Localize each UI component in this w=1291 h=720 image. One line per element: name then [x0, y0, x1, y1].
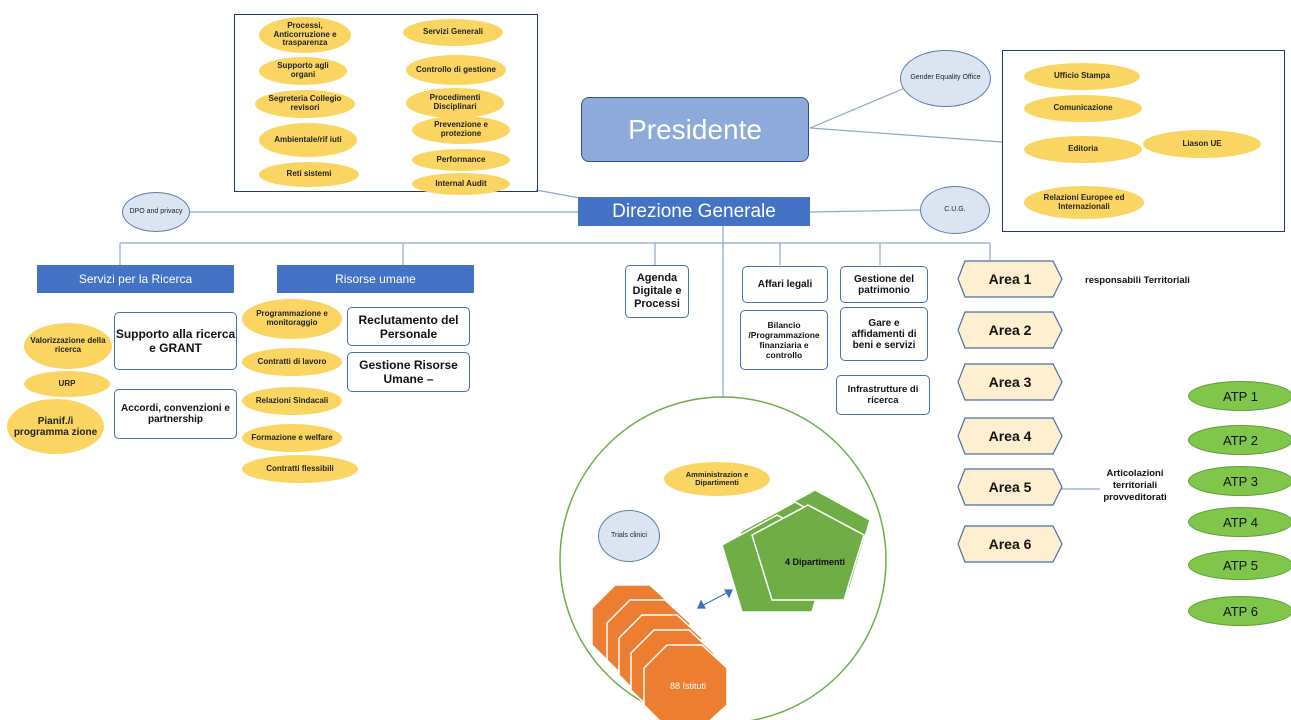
accordi-convenzioni: Accordi, convenzioni e partnership	[114, 389, 237, 439]
hr-item: Relazioni Sindacali	[242, 387, 342, 415]
gender-equality-office: Gender Equality Office	[900, 50, 991, 107]
liason-ue: Liason UE	[1143, 130, 1261, 158]
gare-affidamenti: Gare e affidamenti di beni e servizi	[840, 307, 928, 361]
trials-clinici: Trials clinici	[598, 510, 660, 562]
presidente-box: Presidente	[581, 97, 809, 162]
infrastrutture-ricerca: Infrastrutture di ricerca	[836, 375, 930, 415]
hr-item: Contratti flessibili	[242, 455, 358, 483]
area-4-label: Area 4	[988, 428, 1032, 444]
relazioni-europee: Relazioni Europee ed Internazionali	[1024, 186, 1144, 219]
group-item: Performance	[412, 149, 510, 171]
group-item: Reti sistemi	[259, 162, 359, 187]
atp-6: ATP 6	[1188, 596, 1291, 626]
area-1-label: Area 1	[988, 271, 1032, 287]
atp-5: ATP 5	[1188, 550, 1291, 580]
area-2-shape	[957, 311, 1063, 349]
affari-legali: Affari legali	[742, 266, 828, 303]
istituti-label: 88 Istituti	[669, 681, 707, 691]
atp-4: ATP 4	[1188, 507, 1291, 537]
group-item: Prevenzione e protezione	[412, 116, 510, 144]
gestione-risorse-umane: Gestione Risorse Umane –	[347, 352, 470, 392]
urp: URP	[24, 371, 110, 397]
hr-item: Programmazione e monitoraggio	[242, 299, 342, 339]
supporto-ricerca-grant: Supporto alla ricerca e GRANT	[114, 312, 237, 370]
istituti-circle	[559, 396, 887, 720]
dipartimenti-label: 4 Dipartimenti	[784, 557, 845, 567]
direzione-generale: Direzione Generale	[578, 197, 810, 226]
bilancio: Bilancio /Programmazione finanziaria e c…	[740, 310, 828, 370]
atp-3: ATP 3	[1188, 466, 1291, 496]
articolazioni-territoriali: Articolazioni territoriali provveditorat…	[1103, 468, 1167, 503]
comunicazione: Comunicazione	[1024, 95, 1142, 122]
pianificazione: Pianif./i programma zione	[7, 399, 104, 454]
amministrazione-dipartimenti: Amministrazion e Dipartimenti	[664, 462, 770, 496]
area-4-shape	[957, 417, 1063, 455]
group-item: Procedimenti Disciplinari	[406, 88, 504, 118]
group-item: Supporto agli organi	[259, 57, 347, 85]
group-item: Internal Audit	[412, 173, 510, 195]
group-item: Processi, Anticorruzione e trasparenza	[259, 17, 351, 53]
valorizzazione-ricerca: Valorizzazione della ricerca	[24, 323, 112, 369]
area-6-label: Area 6	[988, 536, 1032, 552]
ufficio-stampa: Ufficio Stampa	[1024, 63, 1140, 90]
area-6-shape	[957, 525, 1063, 563]
hr-item: Formazione e welfare	[242, 424, 342, 452]
area-1-shape	[957, 260, 1063, 298]
gestione-patrimonio: Gestione del patrimonio	[840, 266, 928, 303]
hr-item: Contratti di lavoro	[242, 348, 342, 376]
atp-1: ATP 1	[1188, 381, 1291, 411]
group-item: Servizi Generali	[403, 19, 503, 46]
responsabili-territoriali: responsabili Territoriali	[1085, 275, 1190, 286]
servizi-ricerca-header: Servizi per la Ricerca	[37, 265, 234, 293]
area-2-label: Area 2	[988, 322, 1032, 338]
staff-group-frame	[234, 14, 538, 192]
area-5-label: Area 5	[988, 479, 1032, 495]
agenda-digitale: Agenda Digitale e Processi	[625, 265, 689, 318]
dpo-privacy: DPO and privacy	[122, 192, 190, 232]
risorse-umane-header: Risorse umane	[277, 265, 474, 293]
group-item: Segreteria Collegio revisori	[255, 90, 355, 118]
area-3-label: Area 3	[988, 374, 1032, 390]
cug: C.U.G.	[920, 186, 990, 234]
editoria: Editoria	[1024, 136, 1142, 163]
reclutamento-personale: Reclutamento del Personale	[347, 307, 470, 346]
group-item: Controllo di gestione	[406, 55, 506, 85]
presidente-title: Presidente	[628, 113, 762, 145]
area-3-shape	[957, 363, 1063, 401]
area-5-shape	[957, 468, 1063, 506]
atp-2: ATP 2	[1188, 425, 1291, 455]
communication-group-frame	[1002, 50, 1285, 232]
group-item: Ambientale/rif iuti	[259, 123, 357, 157]
